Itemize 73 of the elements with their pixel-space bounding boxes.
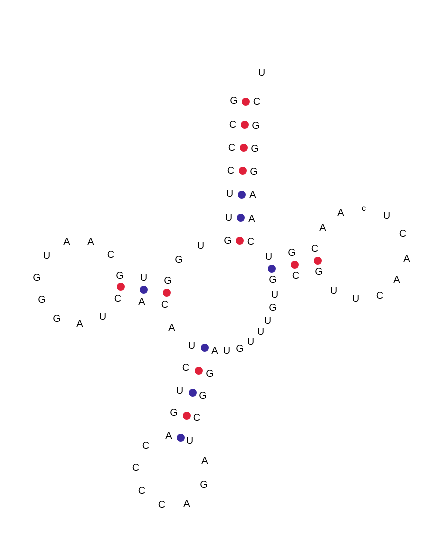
- nucleotide-letter: G: [164, 277, 172, 287]
- nucleotide-letter: A: [184, 500, 190, 510]
- nucleotide-letter: A: [404, 255, 410, 265]
- nucleotide-letter: G: [315, 268, 323, 278]
- nucleotide-letter: U: [43, 252, 51, 262]
- nucleotide-letter: A: [202, 457, 208, 467]
- nucleotide-letter: C: [193, 414, 201, 424]
- nucleotide-letter: A: [64, 238, 70, 248]
- nucleotide-letter: U: [352, 295, 360, 305]
- nucleotide-letter: C: [161, 301, 169, 311]
- nucleotide-letter: G: [269, 276, 277, 286]
- nucleotide-letter: C: [229, 121, 237, 131]
- nucleotide-letter: U: [258, 69, 266, 79]
- nucleotide-letter: G: [269, 304, 277, 314]
- nucleotide-letter: U: [188, 342, 196, 352]
- nucleotide-letter: C: [311, 245, 319, 255]
- nucleotide-letter: C: [138, 487, 146, 497]
- nucleotide-letter: A: [212, 347, 218, 357]
- nucleotide-letter: U: [223, 347, 231, 357]
- nucleotide-letter: C: [132, 464, 140, 474]
- nucleotide-letter: U: [176, 387, 184, 397]
- nucleotide-letter: G: [252, 122, 260, 132]
- nucleotide-letter: U: [99, 313, 107, 323]
- nucleotide-letter: C: [247, 238, 255, 248]
- nucleotide-letter: U: [225, 214, 233, 224]
- nucleotide-letter: G: [250, 168, 258, 178]
- nucleotide-letter: U: [197, 242, 205, 252]
- nucleotide-letter: A: [250, 191, 256, 201]
- nucleotide-letter: G: [199, 392, 207, 402]
- nucleotide-letter: A: [338, 209, 344, 219]
- nucleotide-letter: C: [158, 501, 166, 511]
- nucleotide-letter: A: [76, 320, 84, 330]
- nucleotide-letter: U: [140, 274, 148, 284]
- nucleotide-letter: C: [253, 98, 261, 108]
- nucleotide-letter: G: [33, 274, 41, 284]
- nucleotide-letter: G: [251, 145, 259, 155]
- nucleotide-letter: U: [226, 190, 234, 200]
- nucleotide-letter: U: [265, 253, 273, 263]
- nucleotide-letter: U: [257, 328, 265, 338]
- nucleotide-letter: G: [38, 296, 46, 306]
- nucleotide-letter: U: [271, 291, 279, 301]
- nucleotide-letter: A: [88, 238, 94, 248]
- nucleotide-letter: G: [116, 272, 124, 282]
- nucleotide-letter: A: [138, 298, 146, 308]
- nucleotide-letter: C: [114, 295, 122, 305]
- nucleotide-letter: A: [168, 324, 176, 334]
- nucleotide-letter: G: [236, 345, 244, 355]
- nucleotide-letter: C: [292, 272, 300, 282]
- nucleotide-letter: U: [383, 212, 391, 222]
- nucleotide-letter: G: [230, 97, 238, 107]
- nucleotide-letter: U: [330, 287, 338, 297]
- nucleotide-letter: G: [200, 481, 208, 491]
- nucleotide-letter: c: [362, 204, 366, 214]
- nucleotide-letter: C: [399, 230, 407, 240]
- nucleotide-letter: U: [186, 437, 194, 447]
- nucleotide-letter: C: [376, 292, 384, 302]
- nucleotide-letter: U: [247, 338, 255, 348]
- nucleotide-letter: C: [182, 364, 190, 374]
- nucleotide-letter: G: [288, 249, 296, 259]
- nucleotide-letter: C: [228, 144, 236, 154]
- nucleotide-letter: A: [320, 224, 326, 234]
- nucleotide-letter: G: [206, 370, 214, 380]
- nucleotide-letter: C: [227, 167, 235, 177]
- nucleotide-letter: C: [142, 442, 150, 452]
- nucleotide-letter: C: [107, 251, 115, 261]
- nucleotide-letter: A: [166, 432, 172, 442]
- nucleotide-letter: G: [175, 256, 183, 266]
- nucleotide-letter: A: [394, 276, 400, 286]
- nucleotide-letter: A: [248, 215, 256, 225]
- nucleotide-letter: G: [170, 409, 178, 419]
- nucleotide-letter: U: [264, 317, 272, 327]
- nucleotide-letter: G: [224, 237, 232, 247]
- nucleotide-letter: G: [53, 315, 61, 325]
